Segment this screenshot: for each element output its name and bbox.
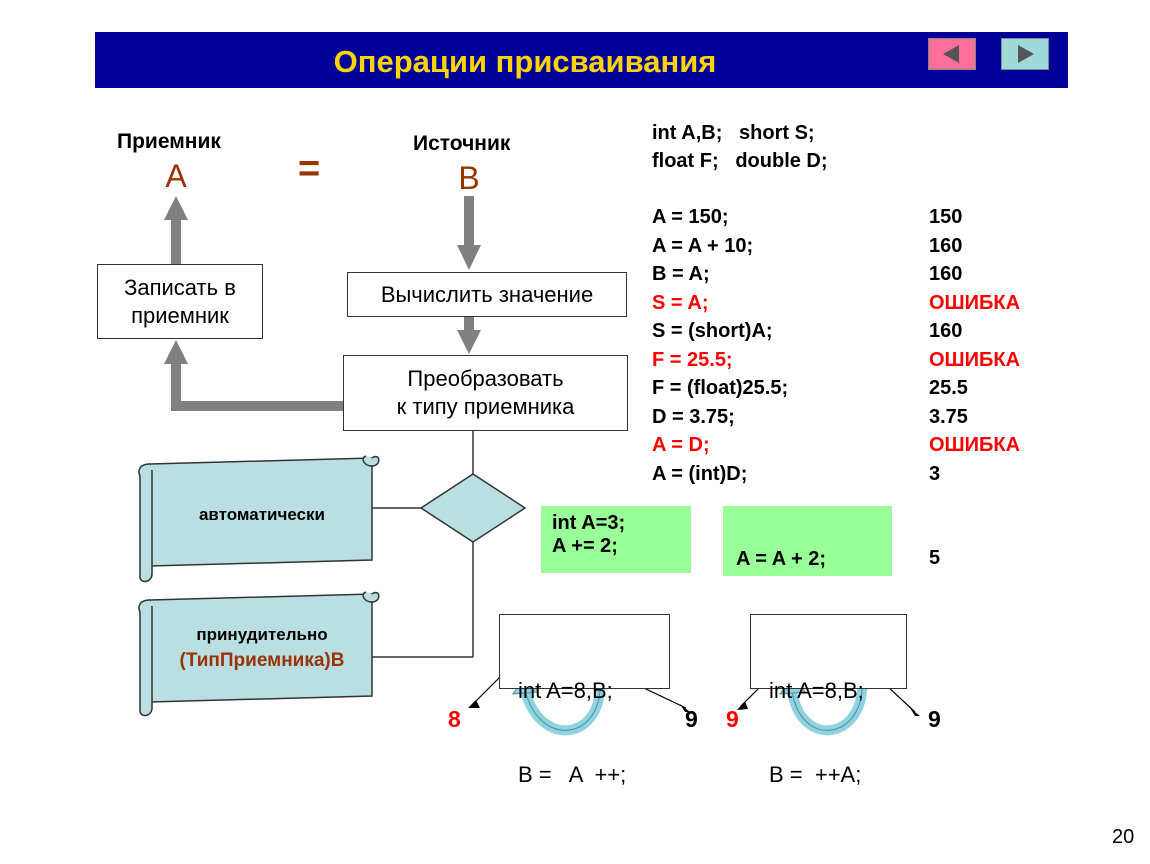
assignment-result: 150 xyxy=(929,206,963,228)
arrow-head xyxy=(737,701,748,710)
page-number: 20 xyxy=(1112,826,1135,848)
prefix-snippet: int A=8,B; B = ++A; xyxy=(750,614,907,787)
assignment-code: A = A + 10; xyxy=(652,234,754,257)
convert-box-line: Преобразовать xyxy=(407,366,564,391)
assignment-result: ОШИБКА xyxy=(929,434,1021,456)
compound-line: A += 2; xyxy=(552,535,618,557)
prefix-a-value: 9 xyxy=(928,706,941,732)
source-var: B xyxy=(458,160,480,196)
assignment-code: S = (short)A; xyxy=(652,320,773,342)
arrow-up-to-write xyxy=(171,360,181,411)
arrow-down-from-source xyxy=(464,196,474,246)
assignment-result: 160 xyxy=(929,320,963,342)
convert-type-box: Преобразовать к типу приемника xyxy=(343,355,628,431)
assignment-result: 160 xyxy=(929,263,963,285)
arrow-head xyxy=(164,340,188,364)
forced-conversion-label: принудительно xyxy=(196,625,328,644)
declaration-line: float F; double D; xyxy=(652,150,828,172)
prev-slide-button[interactable] xyxy=(928,38,976,70)
snippet-line: B = ++A; xyxy=(769,762,862,787)
slide-title: Операции присваивания xyxy=(333,44,717,79)
arrow-head xyxy=(457,245,481,270)
postfix-b-value: 8 xyxy=(448,706,461,732)
compound-assign-box: int A=3; A += 2; xyxy=(541,506,691,573)
forced-conversion-syntax: (ТипПриемника)B xyxy=(179,650,345,671)
equals-sign: = xyxy=(298,148,321,190)
triangle-right-icon xyxy=(1018,45,1034,63)
assignment-code: B = A; xyxy=(652,263,710,285)
assignment-code: F = (float)25.5; xyxy=(652,377,789,399)
arrow-head xyxy=(164,196,188,220)
next-slide-button[interactable] xyxy=(1001,38,1049,70)
source-label: Источник xyxy=(413,132,511,155)
write-box-line: приемник xyxy=(131,302,229,328)
equivalent-assign-box: A = A + 2; xyxy=(723,506,892,576)
assignment-code: F = 25.5; xyxy=(652,348,733,371)
arrow-up-to-receiver xyxy=(171,216,181,264)
decision-diamond xyxy=(419,473,527,543)
arrow-head xyxy=(457,330,481,354)
write-box-line: Записать в xyxy=(124,274,236,300)
assignment-code: S = A; xyxy=(652,291,709,314)
arrow-head xyxy=(468,700,480,708)
assignment-code: A = (int)D; xyxy=(652,462,748,485)
receiver-label: Приемник xyxy=(117,130,221,153)
write-to-receiver-box: Записать в приемник xyxy=(97,264,263,339)
arrow-down-to-convert xyxy=(464,314,474,332)
assignment-result: 3.75 xyxy=(929,405,968,428)
snippet-line: int A=8,B; xyxy=(769,678,864,703)
assignment-code: D = 3.75; xyxy=(652,405,735,428)
assignment-code: A = D; xyxy=(652,434,710,456)
snippet-line: B = A ++; xyxy=(518,762,627,787)
compound-line: int A=3; xyxy=(552,512,626,534)
postfix-a-value: 9 xyxy=(685,706,698,732)
triangle-left-icon xyxy=(943,45,959,63)
compute-value-box: Вычислить значение xyxy=(347,272,627,317)
assignment-code: A = 150; xyxy=(652,206,729,228)
prefix-b-value: 9 xyxy=(726,706,739,732)
receiver-var: A xyxy=(165,158,187,194)
arrow-left-from-convert xyxy=(171,401,344,411)
assignment-result: 3 xyxy=(929,462,941,485)
assignment-result: ОШИБКА xyxy=(929,348,1021,371)
declaration-line: int A,B; short S; xyxy=(652,122,815,144)
assignment-result: 25.5 xyxy=(929,377,968,399)
convert-box-line: к типу приемника xyxy=(396,394,575,419)
equivalent-line: A = A + 2; xyxy=(736,548,827,570)
scroll-auto xyxy=(138,455,380,583)
scroll-forced xyxy=(138,591,380,717)
snippet-line: int A=8,B; xyxy=(518,678,613,703)
arrow-head xyxy=(910,708,920,716)
auto-conversion-label: автоматически xyxy=(198,505,326,524)
postfix-snippet: int A=8,B; B = A ++; xyxy=(499,614,670,787)
compound-result: 5 xyxy=(929,547,941,569)
assignment-result: 160 xyxy=(929,234,963,257)
arrow-head xyxy=(680,704,690,712)
assignment-result: ОШИБКА xyxy=(929,291,1021,314)
title-bar: Операции присваивания xyxy=(95,32,1068,88)
